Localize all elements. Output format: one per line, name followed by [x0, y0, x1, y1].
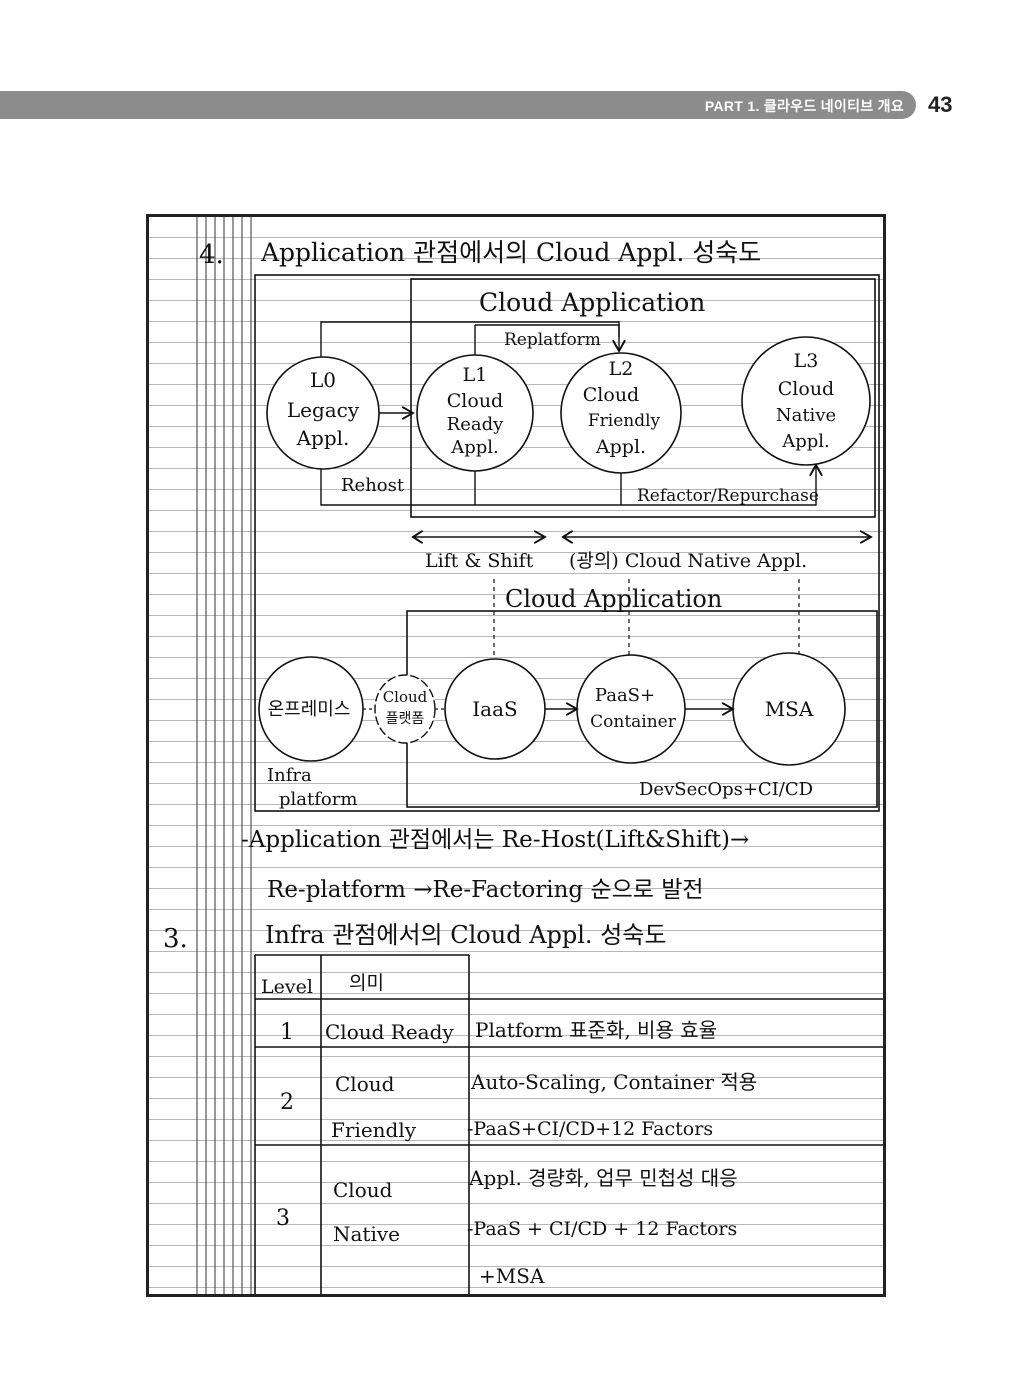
- summary-line-2: Re-platform →Re-Factoring 순으로 발전: [267, 877, 704, 903]
- svg-text:IaaS: IaaS: [472, 697, 517, 721]
- svg-text:1: 1: [280, 1020, 294, 1045]
- handwritten-note: 4. Application 관점에서의 Cloud Appl. 성숙도 Clo…: [146, 214, 886, 1297]
- cloud-native-range-label: (광의) Cloud Native Appl.: [569, 550, 807, 572]
- cloud-platform-shape: Cloud 플랫폼: [374, 674, 436, 744]
- svg-text:Cloud: Cloud: [447, 390, 503, 412]
- svg-text:L2: L2: [609, 358, 634, 380]
- summary-line-1: -Application 관점에서는 Re-Host(Lift&Shift)→: [241, 827, 749, 853]
- svg-text:Cloud: Cloud: [335, 1072, 395, 1096]
- svg-text:온프레미스: 온프레미스: [268, 699, 351, 720]
- rehost-label: Rehost: [341, 475, 405, 496]
- svg-text:Appl.: Appl.: [595, 436, 646, 458]
- svg-text:플랫폼: 플랫폼: [386, 711, 425, 727]
- svg-text:Legacy: Legacy: [287, 398, 360, 422]
- svg-text:PaaS+: PaaS+: [595, 685, 655, 706]
- svg-text:Appl.: Appl.: [296, 426, 350, 450]
- svg-text:Cloud Ready: Cloud Ready: [325, 1020, 454, 1044]
- circle-iaas: IaaS: [444, 658, 546, 760]
- svg-text:Friendly: Friendly: [331, 1118, 417, 1142]
- diagram-maturity-levels: Cloud Application Replatform Rehost Refa…: [266, 278, 876, 518]
- section4-title: Application 관점에서의 Cloud Appl. 성숙도: [260, 238, 761, 267]
- svg-text:Appl.: Appl.: [450, 437, 499, 458]
- svg-text:MSA: MSA: [765, 697, 814, 721]
- svg-text:Cloud: Cloud: [583, 384, 639, 406]
- svg-text:L3: L3: [794, 350, 819, 372]
- table-header-level: Level: [261, 976, 313, 998]
- circle-l3-cloud-native: L3 Cloud Native Appl.: [741, 336, 871, 466]
- svg-text:+MSA: +MSA: [479, 1264, 545, 1288]
- margin-lines: [196, 217, 252, 1294]
- section3-title: Infra 관점에서의 Cloud Appl. 성숙도: [265, 921, 666, 949]
- svg-text:-PaaS + CI/CD + 12 Factors: -PaaS + CI/CD + 12 Factors: [467, 1218, 737, 1240]
- running-title: PART 1. 클라우드 네이티브 개요: [704, 98, 904, 114]
- svg-text:Platform 표준화, 비용 효율: Platform 표준화, 비용 효율: [475, 1018, 717, 1042]
- infra-label: Infra: [267, 765, 312, 786]
- circle-paas-container: PaaS+ Container: [576, 654, 686, 764]
- svg-text:Ready: Ready: [447, 414, 504, 435]
- svg-text:Cloud: Cloud: [778, 378, 834, 400]
- svg-text:Cloud: Cloud: [333, 1178, 393, 1202]
- cloud-application-label-2: Cloud Application: [505, 585, 722, 613]
- table-row: 2 Cloud Friendly Auto-Scaling, Container…: [280, 1070, 757, 1142]
- circle-l2-cloud-friendly: L2 Cloud Friendly Appl.: [560, 352, 682, 474]
- maturity-table: [254, 954, 883, 1294]
- platform-label: platform: [279, 789, 357, 810]
- devsecops-label: DevSecOps+CI/CD: [639, 779, 813, 800]
- circle-l1-cloud-ready: L1 Cloud Ready Appl.: [416, 354, 534, 472]
- svg-text:Auto-Scaling, Container 적용: Auto-Scaling, Container 적용: [470, 1070, 757, 1094]
- refactor-label: Refactor/Repurchase: [637, 486, 819, 506]
- diagram-infra-path: Cloud Application 온프레미스 Cloud 플랫폼 IaaS P…: [258, 579, 878, 810]
- section4-number: 4.: [199, 240, 224, 270]
- svg-text:Native: Native: [333, 1222, 400, 1246]
- lift-shift-label: Lift & Shift: [425, 550, 534, 572]
- svg-text:3: 3: [276, 1206, 290, 1231]
- table-row: 1 Cloud Ready Platform 표준화, 비용 효율: [280, 1018, 717, 1045]
- svg-text:L0: L0: [310, 368, 336, 392]
- circle-l0-legacy: L0 Legacy Appl.: [266, 356, 380, 470]
- replatform-label: Replatform: [504, 330, 601, 350]
- diagram-outer-box: [254, 274, 880, 812]
- svg-text:Cloud: Cloud: [383, 688, 428, 706]
- svg-text:-PaaS+CI/CD+12 Factors: -PaaS+CI/CD+12 Factors: [467, 1118, 713, 1140]
- svg-text:L1: L1: [463, 364, 488, 386]
- page-number: 43: [928, 92, 953, 117]
- svg-text:Native: Native: [776, 405, 836, 426]
- svg-text:2: 2: [280, 1090, 294, 1115]
- table-row: 3 Cloud Native Appl. 경량화, 업무 민첩성 대응 -Paa…: [276, 1166, 738, 1288]
- svg-text:Appl.: Appl.: [781, 431, 830, 452]
- svg-text:Friendly: Friendly: [588, 411, 661, 431]
- svg-text:Appl. 경량화, 업무 민첩성 대응: Appl. 경량화, 업무 민첩성 대응: [468, 1166, 738, 1190]
- table-header-meaning: 의미: [349, 972, 384, 994]
- range-arrows: Lift & Shift (광의) Cloud Native Appl.: [413, 537, 871, 572]
- circle-msa: MSA: [732, 652, 846, 766]
- circle-onprem: 온프레미스: [258, 656, 364, 762]
- note-drawing: 4. Application 관점에서의 Cloud Appl. 성숙도 Clo…: [163, 217, 883, 1294]
- cloud-application-box: [410, 278, 876, 518]
- cloud-application-label: Cloud Application: [479, 288, 705, 317]
- svg-text:Container: Container: [590, 712, 677, 732]
- section3-number: 3.: [163, 924, 188, 954]
- running-header-bar: PART 1. 클라우드 네이티브 개요: [0, 91, 916, 119]
